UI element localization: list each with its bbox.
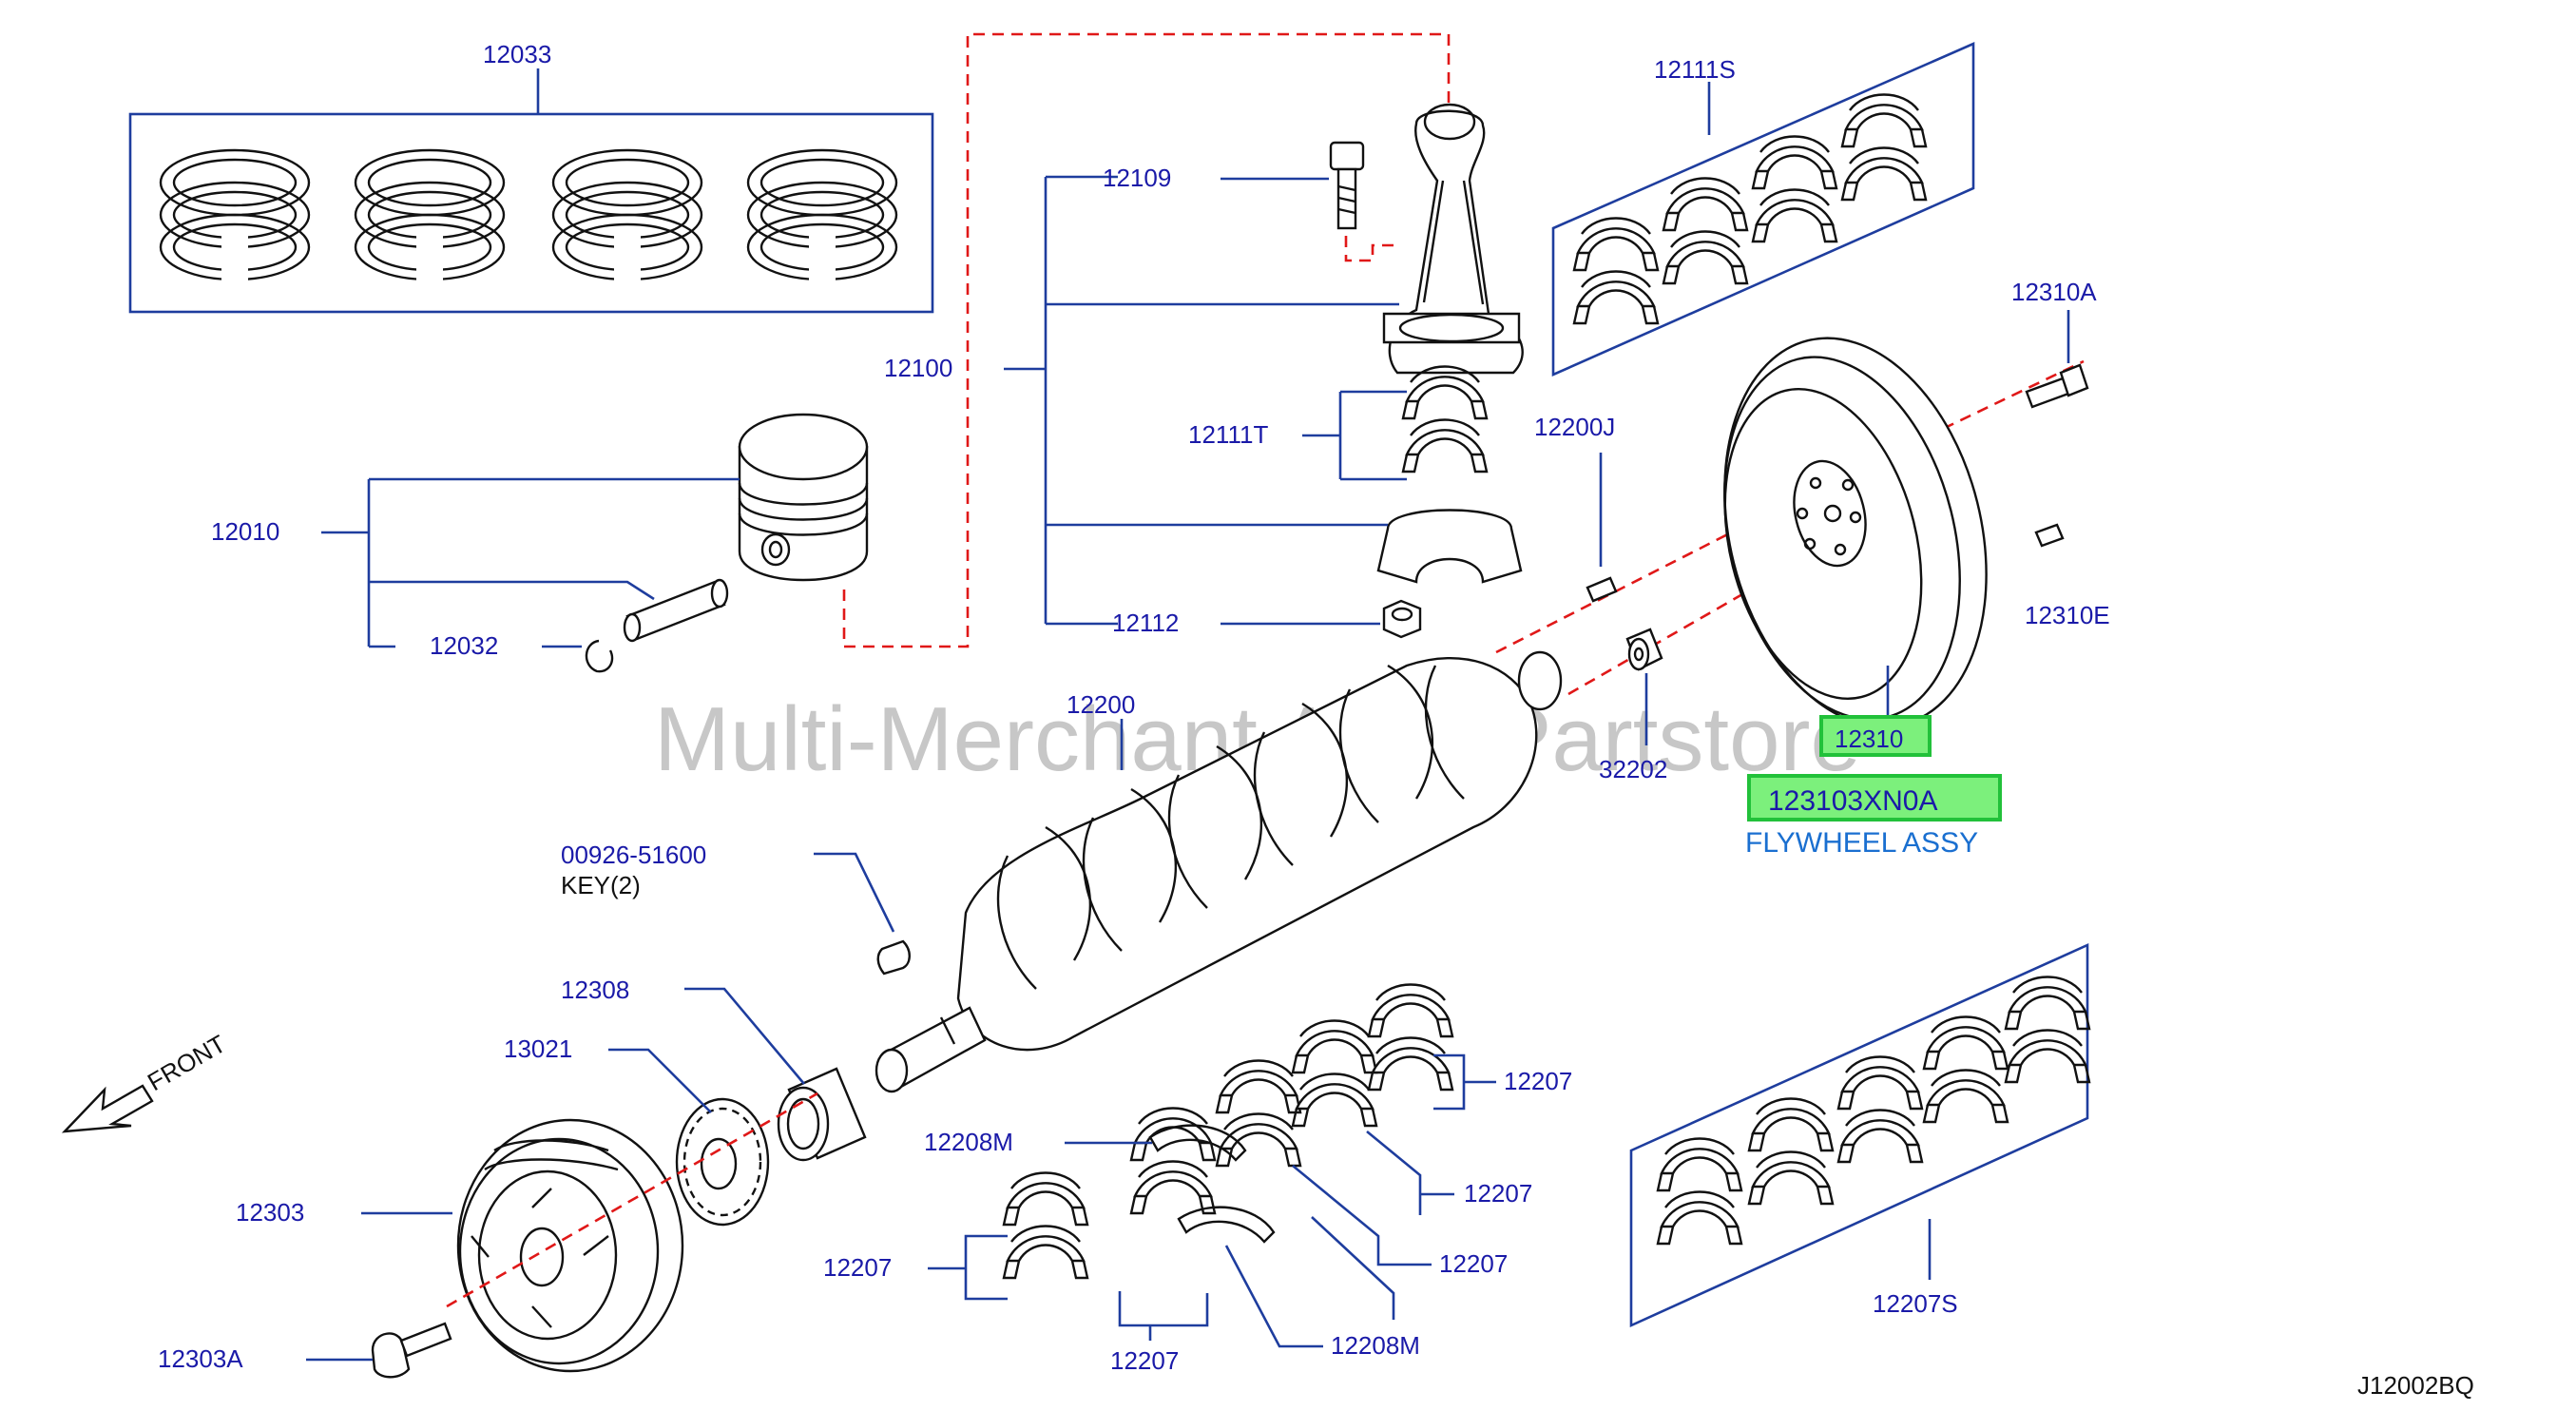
bracket-12207-d: [928, 1234, 1008, 1301]
label-12111S[interactable]: 12111S: [1654, 55, 1736, 84]
label-12200J[interactable]: 12200J: [1534, 413, 1615, 441]
label-12200[interactable]: 12200: [1067, 690, 1135, 719]
dashed-axis-pulley: [446, 1092, 818, 1308]
bracket-12207-c: [1292, 1164, 1432, 1266]
bracket-12207-a: [1433, 1053, 1496, 1111]
label-12032[interactable]: 12032: [430, 631, 498, 660]
pulley-bolt[interactable]: [371, 1322, 452, 1379]
label-key[interactable]: KEY(2): [561, 871, 641, 899]
label-12111T[interactable]: 12111T: [1188, 420, 1268, 449]
bracket-12111T: [1302, 390, 1407, 481]
label-12109[interactable]: 12109: [1103, 164, 1171, 192]
label-12207-a[interactable]: 12207: [1504, 1067, 1572, 1095]
label-12010[interactable]: 12010: [211, 517, 279, 546]
leader-13021: [608, 1048, 712, 1113]
dashed-link-piston-rod: [842, 32, 1451, 648]
front-arrow-icon: [61, 1084, 154, 1133]
label-00926[interactable]: 00926-51600: [561, 841, 706, 869]
pilot-bushing[interactable]: [1625, 628, 1663, 671]
label-12207-d[interactable]: 12207: [823, 1253, 892, 1282]
part-number[interactable]: 123103XN0A: [1768, 785, 1937, 817]
label-12303[interactable]: 12303: [236, 1198, 304, 1227]
highlight-part-number: [1747, 774, 2002, 821]
label-12100[interactable]: 12100: [884, 354, 952, 382]
label-12303A[interactable]: 12303A: [158, 1344, 243, 1373]
label-12207S[interactable]: 12207S: [1873, 1289, 1958, 1318]
woodruff-key[interactable]: [876, 939, 911, 976]
bracket-12207-b: [1366, 1130, 1454, 1215]
bracket-12207-e: [1118, 1291, 1209, 1341]
part-name[interactable]: FLYWHEEL ASSY: [1745, 827, 1978, 859]
label-12310A[interactable]: 12310A: [2011, 278, 2097, 306]
label-12207-e[interactable]: 12207: [1110, 1346, 1179, 1375]
conrod-cap[interactable]: [1376, 509, 1523, 584]
highlight-12310: [1819, 715, 1932, 757]
label-12208M-a[interactable]: 12208M: [924, 1128, 1013, 1156]
rod-bearing-shells[interactable]: [1403, 367, 1487, 473]
conrod-bolt[interactable]: [1329, 141, 1365, 230]
label-12308[interactable]: 12308: [561, 976, 629, 1004]
crankshaft[interactable]: [875, 650, 1563, 1093]
label-12207-b[interactable]: 12207: [1464, 1179, 1532, 1208]
label-12208M-b[interactable]: 12208M: [1331, 1331, 1420, 1360]
thrust-washers[interactable]: [1148, 1124, 1276, 1244]
piston[interactable]: [738, 413, 869, 582]
crank-sprocket[interactable]: [675, 1097, 770, 1227]
label-12112[interactable]: 12112: [1112, 609, 1179, 637]
piston-pin[interactable]: [623, 578, 729, 643]
flywheel-dowel[interactable]: [2034, 523, 2065, 548]
main-bearing-set[interactable]: [1629, 942, 2089, 1328]
upper-main-bearing-set[interactable]: [1551, 42, 1975, 377]
connecting-rod[interactable]: [1382, 103, 1524, 375]
snap-ring[interactable]: [585, 639, 614, 673]
label-12310E[interactable]: 12310E: [2025, 601, 2110, 629]
bracket-12010: [321, 477, 740, 648]
crank-spacer-12308[interactable]: [777, 1067, 867, 1162]
bracket-12207-lower: [1311, 1216, 1395, 1320]
crank-dowel[interactable]: [1586, 576, 1618, 603]
piston-ring-set[interactable]: [128, 112, 934, 314]
crank-pulley[interactable]: [456, 1118, 684, 1373]
flywheel-bolt[interactable]: [2025, 363, 2089, 409]
flywheel[interactable]: [1686, 310, 2026, 755]
diagram-code: J12002BQ: [2357, 1371, 2474, 1400]
label-32202[interactable]: 32202: [1599, 755, 1667, 783]
leader-key: [814, 852, 895, 933]
front-label: FRONT: [143, 1029, 231, 1096]
label-12033[interactable]: 12033: [483, 40, 551, 68]
dashed-link-bolt: [1344, 236, 1401, 262]
label-13021[interactable]: 13021: [504, 1034, 572, 1063]
label-12310[interactable]: 12310: [1835, 725, 1903, 753]
conrod-nut[interactable]: [1382, 599, 1422, 639]
label-12207-c[interactable]: 12207: [1439, 1249, 1508, 1278]
leader-12308: [684, 987, 805, 1085]
bracket-12100: [1004, 175, 1399, 626]
leader-12208M-b: [1224, 1245, 1323, 1348]
